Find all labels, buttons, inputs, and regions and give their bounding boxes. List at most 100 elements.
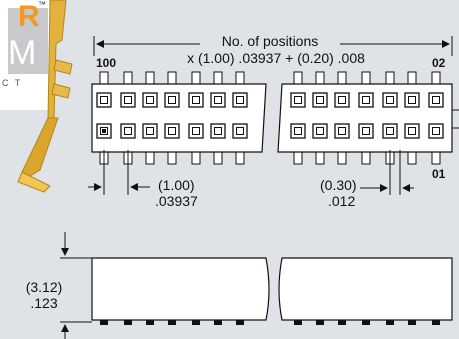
contact-inner	[408, 127, 416, 135]
side-lead-foot	[294, 320, 302, 325]
height-in: .123	[30, 295, 57, 311]
contact-cavity	[210, 123, 226, 139]
top-lead-tab	[191, 71, 201, 85]
contact-cavity	[142, 123, 158, 139]
overall-dimension: No. of positions x (1.00) .03937 + (0.20…	[93, 33, 453, 66]
pitch-dimension: (1.00) .03937	[88, 150, 198, 209]
bottom-lead-tab	[337, 151, 347, 165]
side-body-right	[278, 257, 453, 321]
contact-array	[96, 92, 444, 139]
pin-1-marker	[102, 129, 106, 133]
gold-terminal-illustration	[17, 0, 73, 193]
contact-inner	[338, 127, 346, 135]
contact-cavity	[428, 92, 444, 108]
contact-cavity	[382, 123, 398, 139]
side-lead-foot	[432, 320, 440, 325]
top-lead-tab	[213, 71, 223, 85]
contact-cavity	[312, 92, 328, 108]
contact-inner	[100, 127, 108, 135]
contact-inner	[316, 127, 324, 135]
contact-inner	[214, 127, 222, 135]
contact-cavity	[404, 92, 420, 108]
contact-cavity	[142, 92, 158, 108]
contact-cavity	[96, 92, 112, 108]
top-lead-tab	[293, 71, 303, 85]
bottom-edge-tabs	[99, 151, 441, 165]
position-label-02: 02	[432, 56, 446, 70]
bottom-lead-tab	[235, 151, 245, 165]
dimension-title: No. of positions	[222, 33, 319, 49]
contact-inner	[362, 127, 370, 135]
contact-cavity	[232, 92, 248, 108]
side-lead-foot	[168, 320, 176, 325]
contact-cavity	[164, 123, 180, 139]
contact-inner	[408, 96, 416, 104]
contact-inner	[100, 96, 108, 104]
bottom-lead-tab	[431, 151, 441, 165]
lead-width-dimension: (0.30) .012	[320, 150, 414, 209]
logo-tagline: C T	[2, 78, 23, 88]
logo-tile	[8, 8, 48, 74]
contact-cavity	[312, 123, 328, 139]
lead-mm: (0.30)	[320, 177, 357, 193]
logo-letter-top: R	[18, 0, 40, 33]
contact-cavity	[404, 123, 420, 139]
contact-cavity	[164, 92, 180, 108]
contact-inner	[124, 96, 132, 104]
contact-inner	[236, 96, 244, 104]
bottom-lead-tab	[145, 151, 155, 165]
contact-inner	[124, 127, 132, 135]
contact-inner	[146, 127, 154, 135]
contact-inner	[236, 127, 244, 135]
position-label-100: 100	[96, 56, 116, 70]
contact-inner	[214, 96, 222, 104]
contact-inner	[432, 127, 440, 135]
contact-inner	[316, 96, 324, 104]
contact-inner	[192, 96, 200, 104]
top-lead-tab	[407, 71, 417, 85]
contact-cavity	[290, 92, 306, 108]
contact-cavity	[428, 123, 444, 139]
side-lead-foot	[408, 320, 416, 325]
connector-top-view	[91, 71, 459, 165]
contact-inner	[168, 96, 176, 104]
bottom-lead-tab	[407, 151, 417, 165]
height-dimension: (3.12) .123	[26, 232, 92, 339]
contact-inner	[146, 96, 154, 104]
contact-inner	[386, 96, 394, 104]
contact-cavity	[290, 123, 306, 139]
height-mm: (3.12)	[26, 279, 63, 295]
contact-cavity	[232, 123, 248, 139]
side-lead-foot	[192, 320, 200, 325]
bottom-lead-tab	[293, 151, 303, 165]
contact-cavity	[358, 92, 374, 108]
connector-side-view	[91, 257, 453, 325]
pitch-in: .03937	[155, 193, 198, 209]
top-lead-tab	[167, 71, 177, 85]
side-lead-foot	[146, 320, 154, 325]
logo-trademark: ™	[38, 0, 46, 9]
contact-cavity	[188, 123, 204, 139]
bottom-lead-tab	[191, 151, 201, 165]
bottom-lead-tab	[315, 151, 325, 165]
top-lead-tab	[361, 71, 371, 85]
contact-cavity	[210, 92, 226, 108]
side-lead-foot	[124, 320, 132, 325]
bottom-lead-tab	[213, 151, 223, 165]
bottom-lead-tab	[167, 151, 177, 165]
side-lead-foot	[214, 320, 222, 325]
contact-cavity	[334, 92, 350, 108]
contact-cavity	[334, 123, 350, 139]
bottom-lead-tab	[361, 151, 371, 165]
logo-letter-bottom: M	[8, 34, 37, 72]
contact-inner	[168, 127, 176, 135]
side-lead-foot	[386, 320, 394, 325]
pitch-mm: (1.00)	[158, 177, 195, 193]
contact-cavity	[120, 123, 136, 139]
lead-in: .012	[328, 193, 355, 209]
contact-inner	[294, 96, 302, 104]
contact-inner	[432, 96, 440, 104]
contact-inner	[294, 127, 302, 135]
position-label-01: 01	[432, 167, 446, 181]
